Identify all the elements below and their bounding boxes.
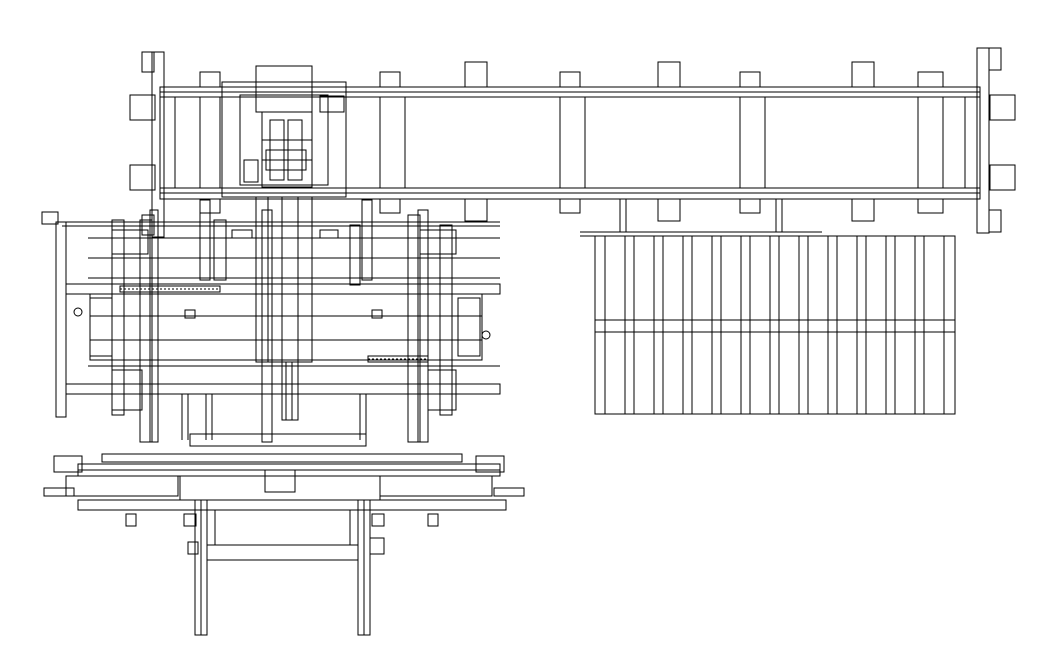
lower-assembly: [44, 434, 524, 635]
left-end-plate: [152, 52, 164, 237]
top-brackets: [200, 62, 943, 87]
top-conveyor: [130, 48, 1015, 237]
gantry-head: [222, 66, 346, 420]
left-post: [56, 222, 66, 417]
middle-assembly: [42, 200, 500, 442]
belt-dividers: [175, 97, 965, 188]
pallet: [580, 199, 955, 414]
pallet-slats: [605, 236, 944, 414]
bottom-brackets: [200, 199, 943, 221]
right-end-plate: [977, 48, 989, 233]
